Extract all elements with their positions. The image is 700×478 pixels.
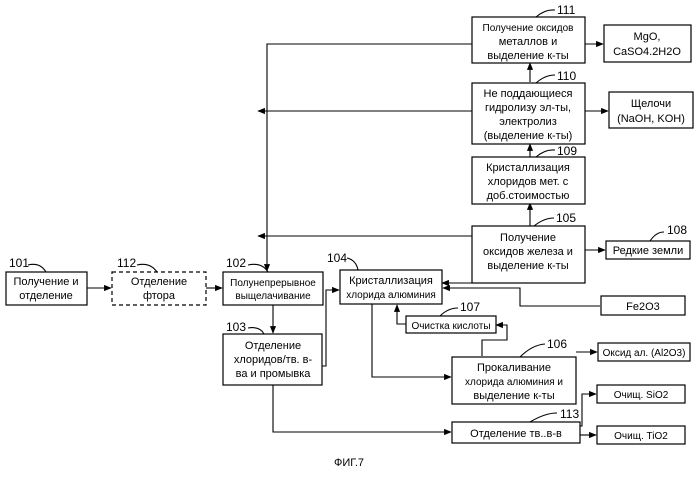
box-113-leader [530, 413, 557, 422]
box-101: 101 Получение и отделение [6, 256, 87, 305]
box-104-leader [347, 258, 358, 270]
box-110-label-line1: Не поддающиеся [484, 88, 573, 100]
product-fe2o3: Fe2O3 [601, 296, 685, 315]
box-106-leader [520, 344, 545, 357]
box-112: 112 Отделение фтора [112, 256, 206, 305]
box-106-label-line1: Прокаливание [477, 362, 551, 374]
box-105-leader [534, 218, 554, 226]
box-105: 105 Получение оксидов железа и выделение… [472, 211, 585, 283]
product-mgo-line2: CaSO4.2H2O [613, 46, 681, 58]
product-alkali: Щелочи (NaOH, KOH) [609, 92, 693, 128]
box-106: 106 Прокаливание хлорида алюминия и выде… [452, 337, 576, 404]
box-111-label-line1: Получение оксидов [483, 23, 574, 34]
product-sio2-label: Очищ. SiO2 [614, 390, 669, 401]
box-105-label-line3: выделение к-ты [487, 260, 568, 272]
box-107: 107 Очистка кислоты [406, 300, 496, 333]
product-tio2: Очищ. TiO2 [597, 426, 685, 444]
box-107-label: Очистка кислоты [411, 321, 490, 332]
box-112-label-line1: Отделение [131, 276, 187, 288]
box-112-number: 112 [117, 256, 136, 270]
arrow-103-to-113 [273, 385, 451, 432]
box-101-leader [28, 264, 46, 272]
box-104-label-line1: Кристаллизация [349, 275, 433, 287]
box-107-leader [440, 308, 458, 316]
box-111-number: 111 [557, 3, 576, 17]
product-mgo-line1: MgO, [634, 31, 661, 43]
product-tio2-label: Очищ. TiO2 [614, 431, 668, 442]
box-106-label-line2: хлорида алюминия и [465, 377, 563, 388]
product-rare-earths-number: 108 [667, 223, 687, 237]
box-111-leader [536, 10, 555, 17]
box-110: 110 Не поддающиеся гидролизу эл-ты, элек… [472, 69, 585, 144]
box-102: 102 Полунепрерывное выщелачивание [223, 256, 323, 305]
return-111-to-102 [267, 44, 472, 271]
arrow-104-to-106 [372, 304, 451, 377]
box-110-label-line2: гидролизу эл-ты, [485, 102, 571, 114]
box-105-label-line1: Получение [500, 232, 556, 244]
box-106-label-line3: выделение к-ты [473, 390, 554, 402]
box-109-label-line1: Кристаллизация [486, 162, 570, 174]
box-110-number: 110 [557, 69, 576, 83]
product-mgo: MgO, CaSO4.2H2O [604, 25, 691, 62]
product-rare-earths: 108 Редкие земли [606, 223, 690, 259]
product-al2o3: Оксид ал. (Al2O3) [598, 343, 690, 361]
box-102-label-line2: выщелачивание [235, 291, 311, 302]
box-113-label: Отделение тв..в-в [470, 428, 562, 440]
box-106-number: 106 [547, 337, 567, 351]
figure-caption: ФИГ.7 [334, 457, 364, 469]
box-102-number: 102 [226, 256, 246, 270]
box-110-label-line3: электролиз [499, 116, 556, 128]
box-109-label-line2: хлоридов мет. с [488, 176, 569, 188]
arrow-103-to-104 [322, 290, 339, 366]
box-109-label-line3: доб.стоимостью [487, 190, 570, 202]
box-112-leader [137, 264, 157, 272]
box-109-leader [536, 150, 555, 157]
box-103-label-line3: ва и промывка [236, 368, 312, 380]
box-102-label-line1: Полунепрерывное [230, 278, 316, 289]
box-112-label-line2: фтора [143, 290, 176, 302]
box-101-label-line1: Получение и [13, 276, 78, 288]
product-al2o3-label: Оксид ал. (Al2O3) [603, 348, 686, 359]
product-alkali-line2: (NaOH, KOH) [617, 113, 685, 125]
arrow-107-to-104 [397, 305, 406, 324]
product-rare-earths-label: Редкие земли [613, 245, 683, 257]
box-109: 109 Кристаллизация хлоридов мет. с доб.с… [472, 144, 585, 204]
box-104: 104 Кристаллизация хлорида алюминия [327, 251, 442, 304]
box-110-leader [536, 75, 555, 83]
box-104-label-line2: хлорида алюминия [346, 290, 436, 301]
box-101-label-line2: отделение [19, 290, 73, 302]
box-103-leader [248, 328, 264, 334]
box-109-number: 109 [557, 144, 577, 158]
box-111: 111 Получение оксидов металлов и выделен… [472, 3, 585, 63]
box-105-number: 105 [556, 211, 576, 225]
product-rare-earths-leader [650, 232, 664, 241]
box-103-label-line1: Отделение [245, 340, 301, 352]
box-110-label-line4: (выделение к-ты) [484, 130, 573, 142]
box-102-leader [248, 264, 268, 272]
box-113-number: 113 [560, 407, 579, 421]
product-sio2: Очищ. SiO2 [597, 385, 685, 403]
box-111-label-line3: выделение к-ты [487, 50, 568, 62]
product-alkali-line1: Щелочи [631, 98, 671, 110]
product-fe2o3-label: Fe2O3 [626, 301, 660, 313]
box-105-label-line2: оксидов железа и [483, 246, 573, 258]
box-101-number: 101 [9, 256, 29, 270]
box-111-label-line2: металлов и [499, 36, 557, 48]
box-103-number: 103 [226, 320, 246, 334]
arrow-113-to-sio2 [580, 394, 596, 426]
box-113: 113 Отделение тв..в-в [452, 407, 580, 443]
box-103-label-line2: хлоридов/тв. в- [234, 354, 313, 366]
box-104-number: 104 [327, 251, 347, 265]
box-107-number: 107 [460, 300, 480, 314]
